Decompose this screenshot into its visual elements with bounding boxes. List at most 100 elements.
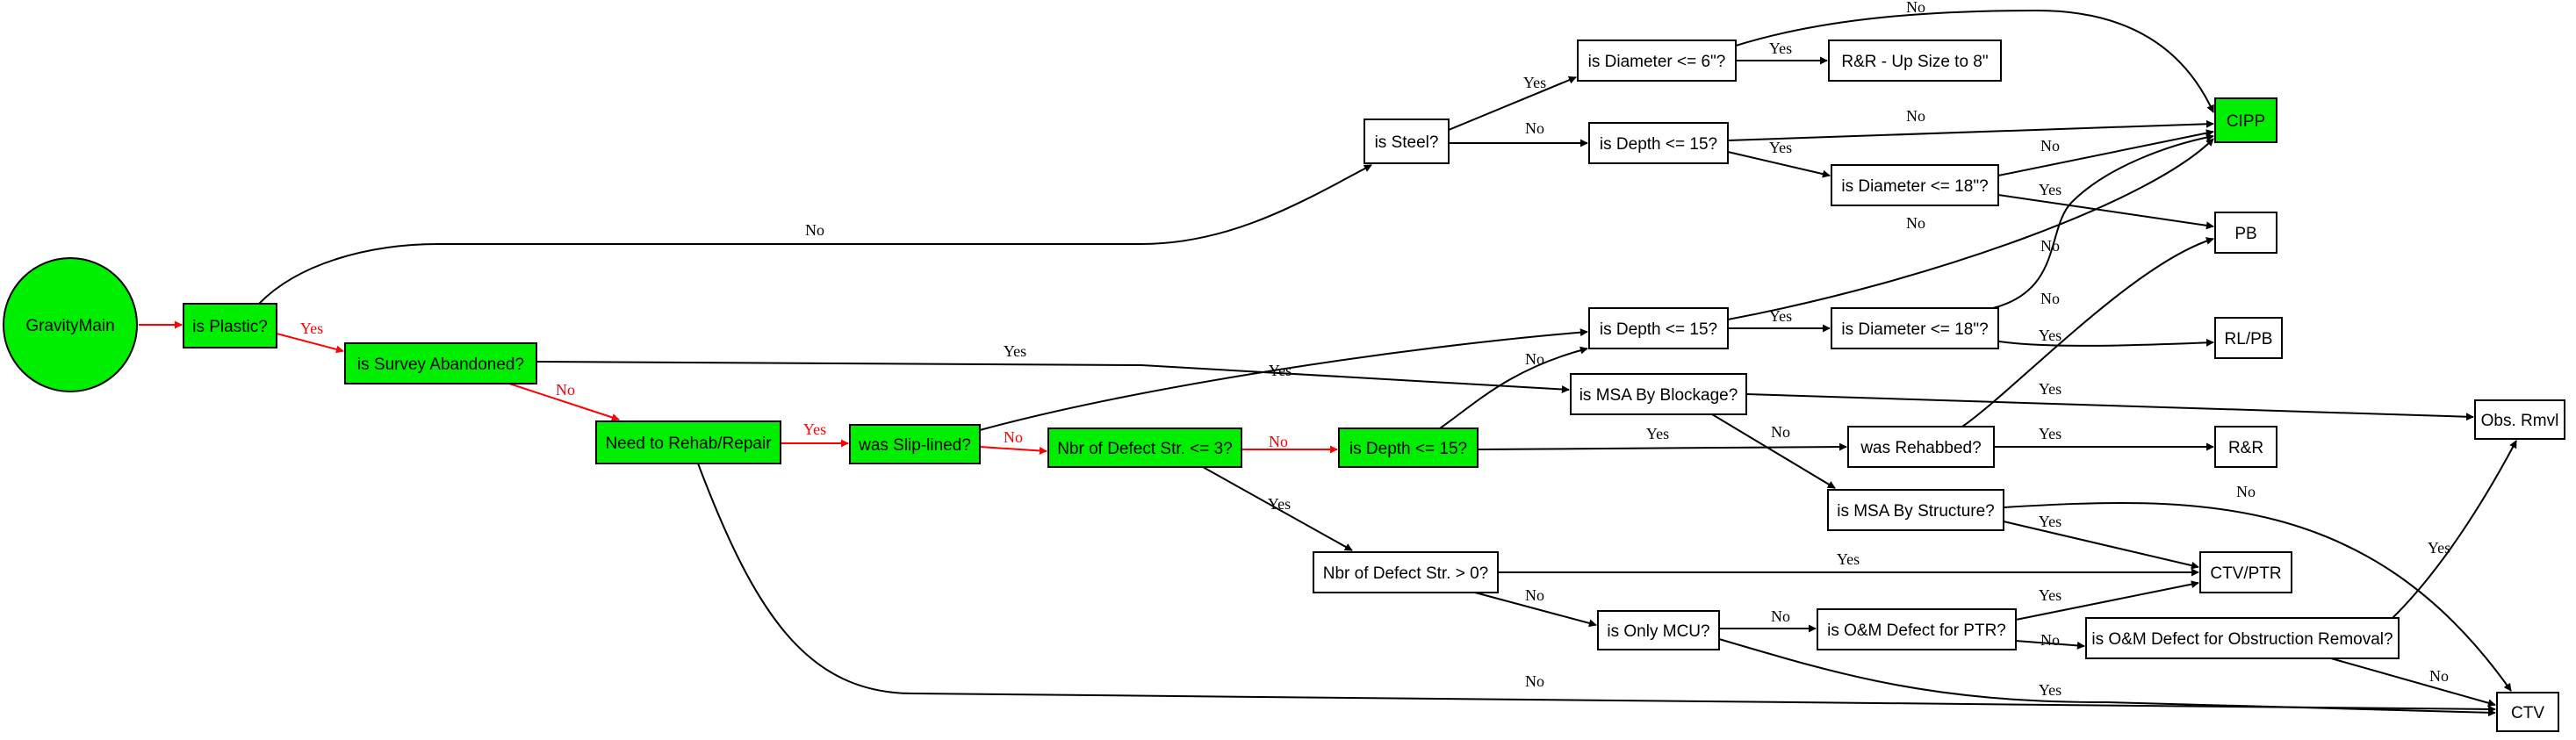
node-nbr-defect-le3: Nbr of Defect Str. <= 3? [1047,427,1242,468]
node-was-slip-lined: was Slip-lined? [849,424,981,464]
node-is-msa-structure: is MSA By Structure? [1827,489,2004,531]
edge-label-need-ctv: No [1525,672,1544,690]
node-nbr-defect-gt0: Nbr of Defect Str. > 0? [1313,551,1499,593]
node-shape [1364,119,1450,164]
node-rl-pb: RL/PB [2214,317,2283,359]
node-is-depth-15-path: is Depth <= 15? [1338,427,1479,468]
node-label: R&R [2228,439,2263,457]
edge-label-plastic-survey: Yes [300,320,323,337]
node-label: is O&M Defect for Obstruction Removal? [2091,630,2393,649]
edge-label-slip-depth-b: Yes [1269,362,1292,379]
node-shape [1831,164,1999,206]
node-label: Obs. Rmvl [2481,412,2559,430]
node-cipp: CIPP [2214,97,2277,143]
node-shape [1847,426,1995,468]
edge-label-diam18a-cipp: No [2040,137,2060,154]
node-is-diameter-18-a: is Diameter <= 18"? [1831,164,1999,206]
edge-label-msab-obs: Yes [2039,380,2062,398]
edge-label-steel-depth-a: No [1525,119,1544,137]
node-ctv-ptr: CTV/PTR [2199,551,2292,593]
edge-depth-a-cipp [1727,119,2214,141]
edge-diam18a-pb [1997,194,2214,230]
edge-label-rehabbed-rr: Yes [2039,425,2062,442]
node-shape [1827,489,2004,531]
edge-mcu-ctv [1718,638,2496,717]
edge-label-depthp-rehabbed: Yes [1646,425,1669,442]
node-rr-upsize: R&R - Up Size to 8" [1828,40,2002,82]
node-label: was Rehabbed? [1860,439,1981,457]
node-gravitymain: GravityMain [3,257,138,392]
edge-msab-struct [1711,413,1836,489]
edge-rehabbed-pb [1961,237,2214,427]
node-label: RL/PB [2225,330,2273,348]
edge-label-depthp-depth-b: No [1525,350,1544,368]
edge-label-diam18a-pb: Yes [2039,181,2062,198]
edge-label-need-slip: Yes [803,420,826,438]
edge-label-nbr3-gt0: Yes [1268,495,1291,513]
edge-label-mcu-omptr: No [1771,607,1790,625]
edge-label-slip-nbr3: No [1004,428,1023,446]
edge-label-mcu-ctv: Yes [2039,681,2062,699]
node-shape [3,257,138,392]
edge-steel-diam6 [1448,75,1577,131]
node-shape [1817,608,2017,650]
edge-survey-msa-block [536,361,1570,394]
edge-omobs-obs [2392,440,2517,619]
node-obs-rmvl: Obs. Rmvl [2474,399,2565,440]
edge-label-depth-b-diam18b: Yes [1769,307,1792,325]
edge-label-diam18b-cipp: No [2040,237,2060,255]
node-is-survey-abandoned: is Survey Abandoned? [344,342,537,384]
node-label: is Depth <= 15? [1600,320,1717,339]
node-is-om-ptr: is O&M Defect for PTR? [1817,608,2017,650]
edge-label-gt0-mcu: No [1525,586,1544,604]
node-label: is Diameter <= 18"? [1841,177,1988,196]
node-shape [1597,610,1720,650]
node-shape [1588,122,1729,164]
node-label: is Only MCU? [1607,622,1709,641]
node-was-rehabbed: was Rehabbed? [1847,426,1995,468]
edge-label-omobs-ctv: No [2429,667,2449,685]
edge-depthp-depth-b [1439,346,1588,429]
node-label: PB [2234,225,2256,243]
node-shape [2214,317,2283,359]
edge-label-survey-need: No [556,381,575,399]
node-label: is Depth <= 15? [1349,440,1467,458]
node-label: Nbr of Defect Str. <= 3? [1057,440,1233,458]
node-label: Need to Rehab/Repair [605,435,772,453]
node-label: is O&M Defect for PTR? [1827,621,2006,640]
node-label: CTV/PTR [2210,564,2281,583]
node-is-depth-15-a: is Depth <= 15? [1588,122,1729,164]
nodes-layer: GravityMain is Plastic? is Survey Abandone… [3,40,2565,732]
edge-survey-need [508,383,620,421]
edges-layer [139,9,2517,717]
edge-need-ctv [697,463,2496,714]
edge-label-depth-a-diam18a: Yes [1769,139,1792,156]
node-label: Nbr of Defect Str. > 0? [1323,564,1489,583]
edge-plastic-steel [258,164,1372,305]
edge-diam18a-cipp [1997,129,2214,176]
node-shape [1828,40,2002,82]
node-is-msa-blockage: is MSA By Blockage? [1570,373,1747,415]
edge-depthp-rehabbed [1477,442,1847,451]
node-is-steel: is Steel? [1364,119,1450,164]
edge-label-msab-struct: No [1771,423,1790,441]
edge-struct-ctvptr [2003,521,2199,570]
edge-slip-depth-b [979,328,1588,431]
node-shape [1570,373,1747,415]
node-shape [1831,307,1999,349]
node-label: is Survey Abandoned? [357,356,524,374]
edge-omobs-ctv [2330,657,2496,708]
edge-label-omobs-obs: Yes [2428,539,2450,557]
node-shape [595,420,781,464]
node-label: was Slip-lined? [858,436,971,455]
edge-msab-obs [1745,393,2474,421]
node-shape [1577,40,1737,82]
node-ctv: CTV [2496,692,2559,732]
edge-slip-nbr3 [979,446,1047,455]
node-label: is Plastic? [192,318,268,336]
edge-diam18b-cipp [1992,133,2214,309]
edge-omptr-ctvptr [2015,580,2199,621]
edge-struct-ctv [2003,501,2512,692]
node-shape [1338,427,1479,468]
